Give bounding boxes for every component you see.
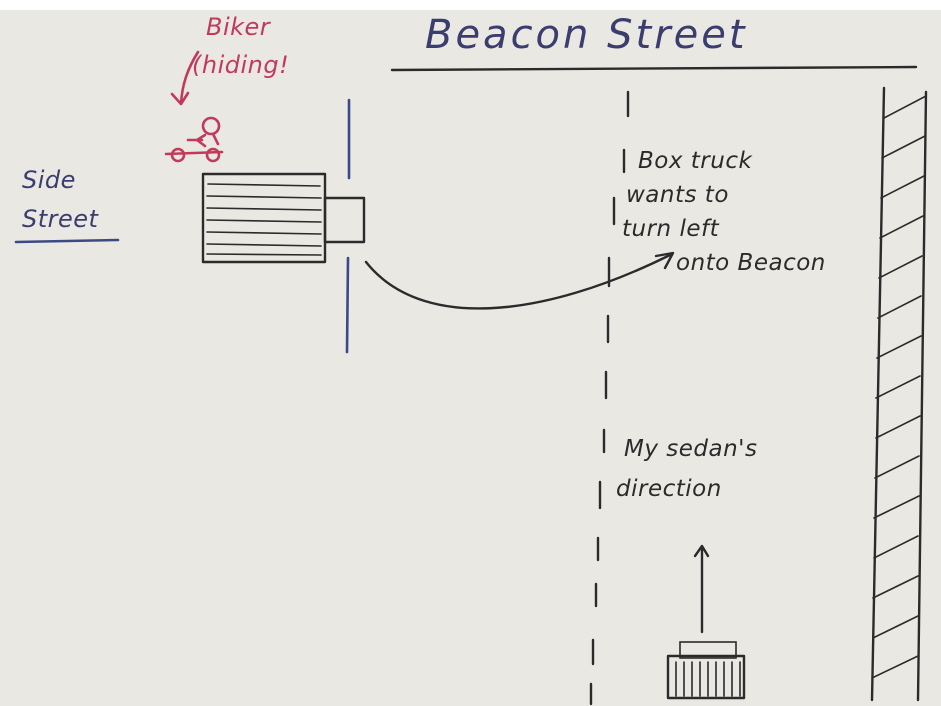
biker-label-line2: (hiding! xyxy=(192,51,290,79)
side-street-label-line1: Side xyxy=(22,166,76,194)
left-turn-path xyxy=(364,252,674,310)
building-hatch-lines xyxy=(871,95,927,679)
box-truck-icon xyxy=(201,172,366,264)
truck-note-line2: wants to xyxy=(626,182,729,208)
bicycle-icon xyxy=(164,116,224,163)
sedan-roof xyxy=(679,641,737,659)
biker-head xyxy=(201,116,221,136)
center-lane-line xyxy=(589,90,630,706)
truck-note-line4: onto Beacon xyxy=(676,250,826,276)
photo-border-top xyxy=(0,0,941,10)
sedan-note-line2: direction xyxy=(616,476,722,502)
building-hatch xyxy=(870,86,928,702)
bike-frame xyxy=(164,150,224,156)
truck-note-line1: Box truck xyxy=(638,148,753,174)
truck-cab xyxy=(323,196,366,244)
street-title: Beacon Street xyxy=(425,12,748,58)
sedan-icon xyxy=(666,641,746,700)
truck-cargo-lines xyxy=(206,183,322,256)
truck-note-line3: turn left xyxy=(622,216,720,242)
side-street-underline xyxy=(14,238,120,244)
biker-body xyxy=(186,132,220,148)
sedan-note-line1: My sedan's xyxy=(624,436,758,462)
sedan-direction-arrow xyxy=(693,544,710,634)
truck-cargo-box xyxy=(201,172,327,264)
turn-arrow-head xyxy=(654,251,675,270)
side-street-label-line2: Street xyxy=(22,205,99,233)
dashed-lane-marking xyxy=(589,90,630,706)
bike-front-wheel xyxy=(205,147,221,163)
biker-label-line1: Biker xyxy=(206,13,271,41)
sedan-shading xyxy=(675,661,741,697)
sedan-body xyxy=(666,654,746,700)
biker-pointer-arrow xyxy=(170,50,200,106)
street-title-underline xyxy=(390,65,918,72)
side-street-boundary-line xyxy=(345,98,351,354)
